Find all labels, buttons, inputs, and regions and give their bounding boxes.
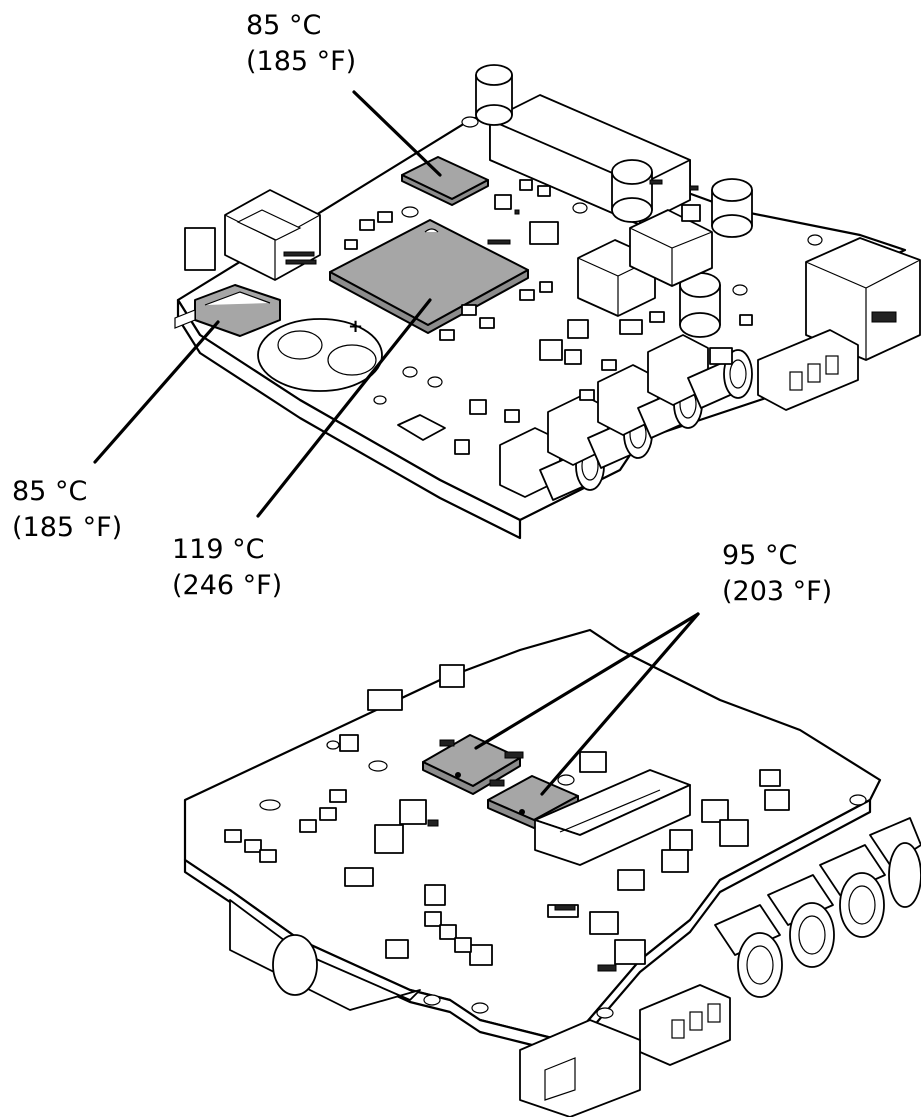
label-fahrenheit: (246 °F) bbox=[172, 570, 283, 601]
bnc-connector bbox=[647, 334, 753, 409]
smd-components bbox=[224, 664, 790, 966]
capacitor bbox=[679, 272, 721, 338]
smd-components bbox=[344, 179, 753, 455]
bnc-connector bbox=[714, 904, 783, 998]
smd-dark-parts bbox=[283, 179, 699, 265]
thermal-pad bbox=[397, 414, 446, 441]
label-fahrenheit: (185 °F) bbox=[246, 46, 357, 77]
mount-hole bbox=[373, 395, 387, 405]
label-celsius: 119 °C bbox=[172, 534, 265, 565]
main-processor-chip-edge bbox=[329, 269, 529, 334]
mount-hole bbox=[732, 284, 748, 296]
label-celsius: 95 °C bbox=[722, 540, 798, 571]
mount-hole bbox=[427, 376, 443, 388]
leader-lines bbox=[93, 90, 700, 796]
capacitor bbox=[611, 159, 653, 223]
bnc-connector bbox=[767, 874, 835, 968]
mount-hole bbox=[402, 366, 418, 378]
label-sd-card-slot: 85 °C (185 °F) bbox=[12, 474, 122, 546]
mount-hole bbox=[849, 794, 867, 806]
mount-hole bbox=[368, 760, 388, 772]
bottom-board bbox=[183, 628, 921, 1117]
mount-hole bbox=[572, 202, 588, 214]
underside-cap bbox=[272, 934, 318, 996]
top-board: + bbox=[174, 64, 921, 540]
capacitor bbox=[711, 178, 753, 238]
mount-hole bbox=[557, 774, 575, 786]
smd-dark-parts bbox=[427, 739, 617, 972]
label-fahrenheit: (185 °F) bbox=[12, 512, 123, 543]
leader-sd-card bbox=[93, 320, 220, 464]
label-fahrenheit: (203 °F) bbox=[722, 576, 833, 607]
ethernet-pins bbox=[871, 311, 897, 323]
label-celsius: 85 °C bbox=[12, 476, 88, 507]
label-top-small-chip: 85 °C (185 °F) bbox=[246, 8, 356, 80]
bnc-connector bbox=[819, 844, 886, 938]
coin-cell-holder: + bbox=[257, 316, 383, 392]
capacitor bbox=[475, 64, 513, 126]
leader-bottom-chip-left bbox=[474, 612, 700, 750]
top-board-edge bbox=[176, 298, 522, 540]
bottom-board-edge bbox=[183, 798, 872, 1054]
mount-hole bbox=[326, 740, 340, 750]
svg-text:+: + bbox=[348, 316, 363, 337]
mount-hole bbox=[423, 994, 441, 1006]
power-jack bbox=[184, 227, 216, 271]
label-main-processor: 119 °C (246 °F) bbox=[172, 532, 282, 604]
mount-hole bbox=[259, 799, 281, 811]
mount-hole bbox=[807, 234, 823, 246]
leader-bottom-chip-right bbox=[540, 612, 700, 796]
label-bottom-chips: 95 °C (203 °F) bbox=[722, 538, 832, 610]
mount-hole bbox=[401, 206, 419, 218]
mount-hole bbox=[596, 1007, 614, 1019]
mount-hole bbox=[461, 116, 479, 128]
leader-main-processor bbox=[256, 298, 432, 518]
mount-hole bbox=[471, 1002, 489, 1014]
leader-top-small-chip bbox=[352, 90, 442, 177]
label-celsius: 85 °C bbox=[246, 10, 322, 41]
bnc-connector bbox=[869, 817, 921, 908]
terminal-block bbox=[639, 984, 731, 1066]
